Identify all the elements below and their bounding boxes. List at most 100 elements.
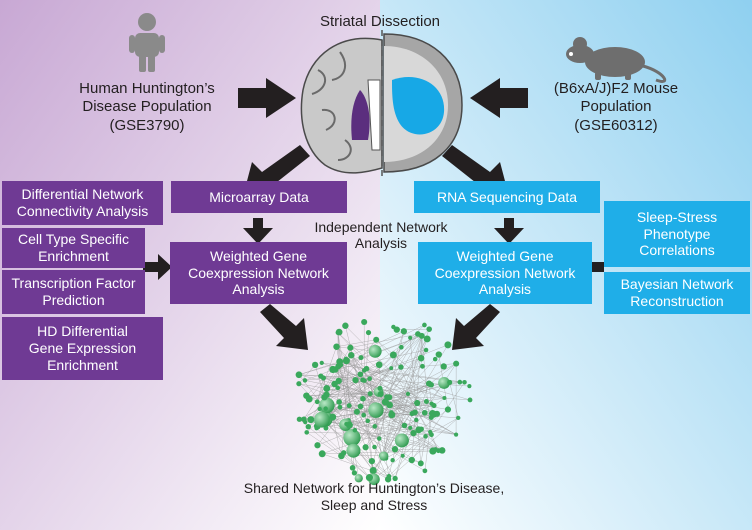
network-node xyxy=(377,385,383,391)
network-node xyxy=(333,343,340,350)
network-node xyxy=(336,399,342,405)
network-node xyxy=(423,434,428,439)
network-node xyxy=(456,415,461,421)
network-node xyxy=(428,410,437,418)
network-node xyxy=(391,324,396,330)
network-node xyxy=(429,447,437,455)
network-node xyxy=(432,356,438,362)
network-node xyxy=(392,475,398,482)
network-node xyxy=(401,422,408,429)
network-node xyxy=(361,412,367,418)
network-node xyxy=(431,403,437,409)
network-node xyxy=(467,397,473,403)
network-node xyxy=(453,432,459,437)
left-wgcna-box: Weighted Gene Coexpression Network Analy… xyxy=(170,242,347,304)
network-node xyxy=(346,443,361,458)
network-node xyxy=(399,344,404,350)
network-nodes xyxy=(295,318,473,486)
microarray-data-box: Microarray Data xyxy=(171,181,347,213)
network-node xyxy=(398,364,404,370)
network-node xyxy=(368,457,376,465)
network-node xyxy=(311,361,319,369)
network-node xyxy=(435,351,442,358)
network-node xyxy=(329,365,337,374)
network-node xyxy=(367,391,373,397)
rna-sequencing-data-box: RNA Sequencing Data xyxy=(414,181,600,213)
independent-network-analysis-label: Independent Network Analysis xyxy=(314,219,448,252)
network-node xyxy=(353,408,360,415)
network-node xyxy=(323,406,328,411)
network-node xyxy=(421,409,428,416)
mouse-icon xyxy=(566,37,667,83)
network-node xyxy=(462,380,467,385)
network-node xyxy=(305,423,312,430)
network-node xyxy=(425,380,433,387)
network-node xyxy=(412,409,418,416)
network-node xyxy=(386,401,394,409)
network-node xyxy=(360,377,366,383)
person-icon xyxy=(129,13,165,72)
network-node xyxy=(389,410,394,415)
arrow-human-to-brain xyxy=(238,78,296,118)
arrow-analyses-to-wgcna xyxy=(143,254,172,280)
network-node xyxy=(414,417,419,423)
network-node xyxy=(426,326,432,332)
network-node xyxy=(314,426,319,431)
network-node xyxy=(379,451,389,461)
arrow-wgcna-to-network-left xyxy=(260,304,308,350)
network-node xyxy=(423,347,429,353)
network-node xyxy=(335,385,341,391)
network-node xyxy=(389,366,394,371)
network-node xyxy=(390,458,395,463)
bayesian-network-box: Bayesian Network Reconstruction xyxy=(604,272,750,314)
network-node xyxy=(438,376,451,389)
human-population-label: Human Huntington’s Disease Population (G… xyxy=(79,80,215,134)
network-node xyxy=(362,368,367,373)
network-node xyxy=(365,418,371,424)
network-node xyxy=(360,395,366,402)
network-node xyxy=(342,322,349,329)
network-node xyxy=(417,354,425,362)
network-node xyxy=(361,318,368,326)
network-node xyxy=(302,378,308,383)
network-node xyxy=(418,332,425,339)
network-node xyxy=(319,397,335,414)
network-node xyxy=(422,468,428,474)
network-node xyxy=(314,399,320,405)
network-node xyxy=(467,384,472,389)
network-node xyxy=(344,422,349,427)
network-node xyxy=(295,371,303,379)
network-node xyxy=(365,330,372,336)
network-node xyxy=(423,398,429,405)
arrow-rnaseq-to-wgcna xyxy=(494,218,524,244)
network-node xyxy=(372,424,378,429)
network-node xyxy=(457,379,463,385)
network-node xyxy=(329,413,337,421)
network-node xyxy=(338,452,345,460)
network-node xyxy=(453,360,460,367)
network-node xyxy=(296,381,302,387)
network-node xyxy=(423,335,431,343)
network-node xyxy=(391,446,399,453)
network-node xyxy=(335,377,342,385)
network-node xyxy=(314,442,321,449)
hd-differential-expression-box: HD Differential Gene Expression Enrichme… xyxy=(2,317,163,380)
network-node xyxy=(304,430,310,435)
network-node xyxy=(335,330,341,335)
network-node xyxy=(296,416,303,422)
network-node xyxy=(368,344,382,358)
cell-type-enrichment-box: Cell Type Specific Enrichment xyxy=(2,228,145,268)
network-node xyxy=(358,355,364,361)
network-node xyxy=(352,376,359,384)
sleep-stress-phenotype-box: Sleep-Stress Phenotype Correlations xyxy=(604,201,750,267)
network-node xyxy=(447,379,453,385)
network-node xyxy=(343,429,361,447)
mouse-population-label: (B6xA/J)F2 Mouse Population (GSE60312) xyxy=(553,80,679,134)
shared-network-caption: Shared Network for Huntington’s Disease,… xyxy=(243,480,505,514)
network-node xyxy=(375,361,383,369)
network-node xyxy=(440,363,447,370)
network-node xyxy=(377,391,384,398)
transcription-factor-box: Transcription Factor Prediction xyxy=(2,270,145,314)
arrow-microarray-to-wgcna xyxy=(243,218,273,244)
